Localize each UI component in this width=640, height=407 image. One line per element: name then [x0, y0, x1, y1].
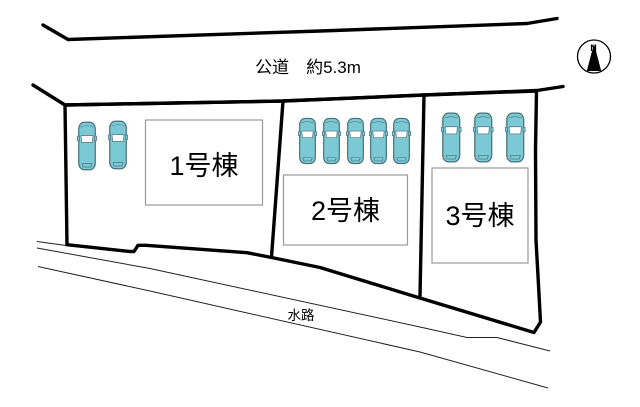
lot-label-boxes	[144, 119, 529, 264]
car-icon	[298, 117, 317, 165]
waterway-lines	[36, 241, 551, 389]
lot2-cars	[298, 117, 411, 165]
lot1-label-box	[144, 119, 264, 206]
compass: N	[576, 39, 612, 74]
divider-lot2-lot3	[418, 93, 426, 298]
waterway-stub-line	[36, 241, 67, 246]
compass-needle-icon	[586, 43, 602, 71]
road-upper-line	[41, 16, 559, 42]
waterway-label: 水路	[288, 308, 315, 323]
car-icon	[346, 117, 365, 165]
lot3-cars	[441, 112, 526, 163]
lot1-label: 1号棟	[169, 151, 238, 181]
lot2-label-box	[282, 174, 409, 246]
lot3-label: 3号棟	[445, 201, 514, 231]
lot3-label-box	[431, 167, 529, 264]
compass-north-label: N	[590, 43, 597, 53]
car-icon	[392, 117, 411, 165]
car-icon	[441, 112, 462, 163]
waterway-bottom-line	[37, 266, 549, 389]
divider-lot1-lot2	[269, 99, 285, 259]
lot-dividers	[269, 93, 426, 298]
car-icon	[108, 120, 128, 170]
car-icon	[369, 117, 388, 165]
road-lines	[31, 16, 565, 107]
road-label: 公道 約5.3m	[255, 58, 361, 77]
car-icon	[322, 117, 341, 165]
car-icon	[77, 121, 97, 171]
road-lower-line	[31, 83, 565, 107]
car-icon	[473, 112, 494, 163]
car-icon	[505, 112, 526, 163]
waterway-top-line	[36, 247, 551, 352]
lot2-label: 2号棟	[311, 196, 380, 226]
